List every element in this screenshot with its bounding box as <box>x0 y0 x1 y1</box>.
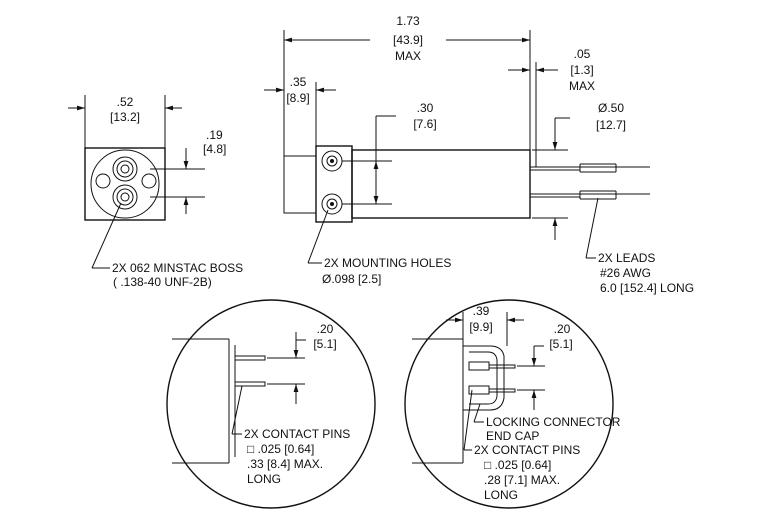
overall-length-note: MAX <box>395 49 421 63</box>
cap-length-dim: .39 <box>473 304 490 318</box>
boss-spacing-dim-mm: [4.8] <box>203 142 226 156</box>
boss-spacing-dim: .19 <box>206 128 223 142</box>
overall-length-dim-mm: [43.9] <box>393 33 423 47</box>
leads-callout-line1: 2X LEADS <box>598 251 655 265</box>
contact-pin-top <box>234 355 266 361</box>
holes-callout-line2: Ø.098 [2.5] <box>322 272 381 286</box>
detail-view-pins: .20 [5.1] 2X CONTACT PINS □ .025 [0.64] … <box>166 299 376 509</box>
pins-left-line1: 2X CONTACT PINS <box>244 427 350 441</box>
pins-right-line1: 2X CONTACT PINS <box>474 443 580 457</box>
cap-callout-line1: LOCKING CONNECTOR <box>486 415 621 429</box>
pins-left-line3: .33 [8.4] MAX. <box>247 457 323 471</box>
detail-right-circle <box>404 299 614 509</box>
pins-left-line4: LONG <box>247 472 281 486</box>
contact-pin-bottom <box>234 381 266 387</box>
contact-pin-top <box>488 364 516 369</box>
overall-length-dim: 1.73 <box>396 14 420 28</box>
cap-length-dim-mm: [9.9] <box>469 320 492 334</box>
side-view: 1.73 [43.9] MAX .35 [8.9] .05 [1.3] MAX … <box>264 14 694 295</box>
lead-offset-dim: .05 <box>574 47 591 61</box>
lead-offset-note: MAX <box>569 79 595 93</box>
end-cap-outline <box>463 345 505 411</box>
pins-right-line3: .28 [7.1] MAX. <box>484 473 560 487</box>
leads-callout-line3: 6.0 [152.4] LONG <box>600 281 694 295</box>
mounting-hole-top <box>321 150 343 172</box>
boss-callout-line2: ( .138-40 UNF-2B) <box>113 275 212 289</box>
boss-offset-dim: .35 <box>290 75 307 89</box>
side-view-barrel <box>351 149 531 219</box>
diameter-dim: Ø.50 <box>598 101 624 115</box>
end-view-body <box>84 147 166 221</box>
lead-wire-top <box>530 163 650 173</box>
hole-spacing-dim-mm: [7.6] <box>413 117 436 131</box>
contact-pin-bottom <box>488 388 516 393</box>
end-width-dim: .52 <box>117 95 134 109</box>
minstac-boss-top <box>112 156 138 182</box>
side-view-back-flange <box>283 155 317 214</box>
pins-right-line2: □ .025 [0.64] <box>484 458 551 472</box>
lead-wire-bottom <box>530 190 650 200</box>
hole-spacing-dim: .30 <box>417 101 434 115</box>
holes-callout-line1: 2X MOUNTING HOLES <box>324 256 451 270</box>
end-view-right-lobe <box>141 173 157 189</box>
end-view-outline-circle <box>90 149 160 219</box>
end-width-dim-mm: [13.2] <box>110 110 140 124</box>
minstac-boss-bottom <box>112 184 138 210</box>
cap-callout-line2: END CAP <box>486 429 539 443</box>
detail-view-end-cap: .39 [9.9] .20 [5.1] LOCKING CONNECTOR EN… <box>404 299 621 509</box>
end-view: .52 [13.2] .19 [4.8] 2X 062 MINSTAC BOSS… <box>68 95 243 289</box>
detail-left-circle <box>166 299 376 509</box>
mounting-hole-bottom <box>321 193 343 215</box>
side-view-mounting-block <box>315 145 353 223</box>
boss-callout-line1: 2X 062 MINSTAC BOSS <box>112 261 243 275</box>
end-cap-latch-top <box>468 361 490 371</box>
pins-right-line4: LONG <box>484 488 518 502</box>
pin-spacing-left-dim: .20 <box>317 322 334 336</box>
pins-left-line2: □ .025 [0.64] <box>247 442 314 456</box>
boss-offset-dim-mm: [8.9] <box>286 91 309 105</box>
diameter-dim-mm: [12.7] <box>596 118 626 132</box>
pin-spacing-left-dim-mm: [5.1] <box>313 337 336 351</box>
pin-spacing-right-dim-mm: [5.1] <box>549 337 572 351</box>
leads-callout-line2: #26 AWG <box>600 266 651 280</box>
lead-offset-dim-mm: [1.3] <box>570 63 593 77</box>
pin-spacing-right-dim: .20 <box>554 322 571 336</box>
end-view-left-lobe <box>95 173 111 189</box>
